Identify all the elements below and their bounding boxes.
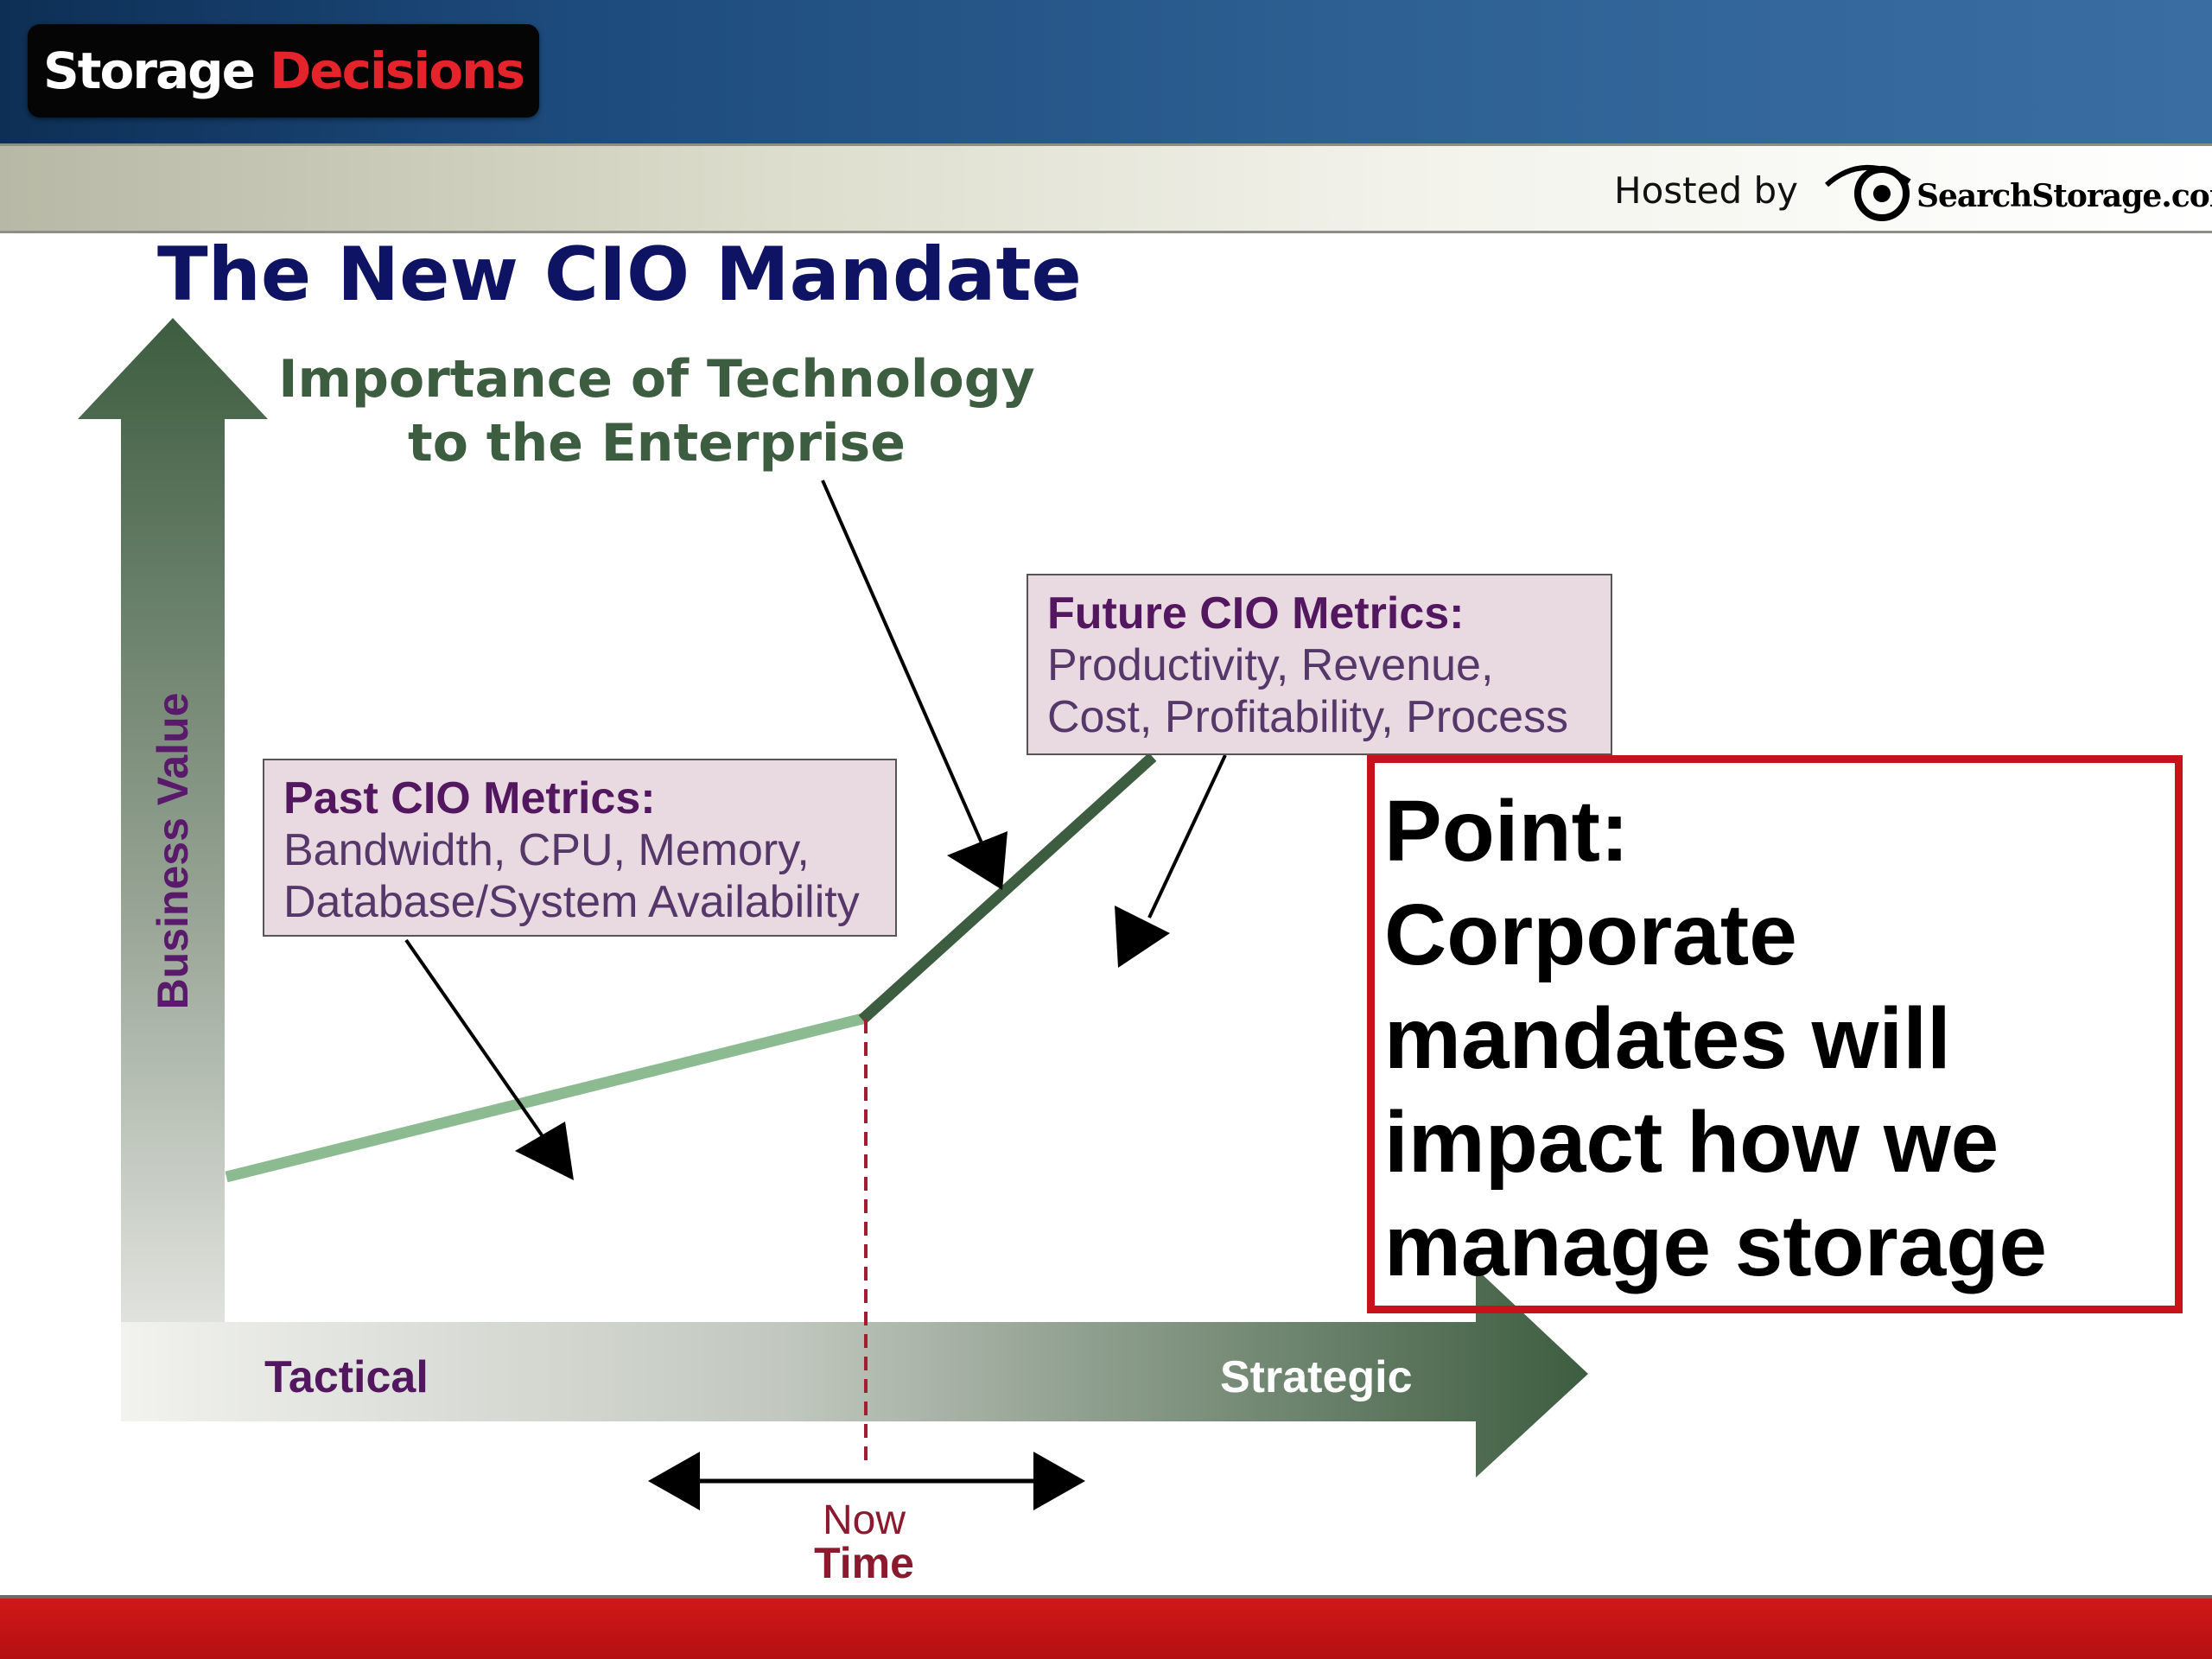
time-arrow-left-icon	[648, 1452, 700, 1510]
past-cio-metrics-box: Past CIO Metrics: Bandwidth, CPU, Memory…	[263, 759, 897, 937]
storage-decisions-logo: Storage Decisions	[28, 24, 539, 118]
time-arrow-right-icon	[1033, 1452, 1085, 1510]
past-pointer-line	[404, 938, 546, 1141]
hosted-by-label: Hosted by	[1614, 169, 1798, 212]
point-callout-text: Point: Corporate mandates will impact ho…	[1384, 779, 2179, 1298]
eye-logo-icon	[1824, 164, 1911, 221]
point-line-4: manage storage	[1384, 1198, 2047, 1294]
x-axis-arrow	[121, 1268, 1588, 1478]
point-line-3: impact how we	[1384, 1094, 1999, 1191]
hosted-by-bar	[0, 143, 2212, 233]
subtitle-line-2: to the Enterprise	[408, 413, 906, 474]
point-callout-box	[1367, 755, 2183, 1313]
importance-subtitle: Importance of Technology to the Enterpri…	[242, 347, 1071, 475]
footer-bar	[0, 1595, 2212, 1659]
future-metrics-title: Future CIO Metrics:	[1047, 588, 1465, 639]
point-line-1: Corporate	[1384, 887, 1797, 983]
future-pointer-head-icon	[1115, 906, 1170, 968]
logo-word-decisions: Decisions	[270, 41, 525, 100]
past-trend-line	[225, 1012, 868, 1183]
tactical-label: Tactical	[264, 1352, 429, 1402]
y-axis-arrow	[78, 318, 268, 1421]
past-metrics-title: Past CIO Metrics:	[283, 773, 656, 823]
subtitle-line-1: Importance of Technology	[278, 349, 1035, 410]
future-trend-line	[858, 753, 1157, 1024]
now-label: Now	[822, 1497, 906, 1543]
business-value-axis-label: Business Value	[149, 692, 197, 1010]
future-pointer-line	[1147, 754, 1227, 918]
time-label: Time	[814, 1539, 914, 1587]
future-metrics-line-1: Productivity, Revenue,	[1047, 640, 1494, 690]
past-metrics-line-2: Database/System Availability	[283, 877, 860, 927]
point-heading: Point:	[1384, 783, 1630, 880]
point-line-2: mandates will	[1384, 990, 1951, 1087]
subtitle-pointer-head-icon	[947, 831, 1007, 890]
slide-title: The New CIO Mandate	[157, 232, 1082, 318]
past-pointer-head-icon	[515, 1122, 574, 1180]
future-cio-metrics-box: Future CIO Metrics: Productivity, Revenu…	[1027, 574, 1612, 755]
future-metrics-line-2: Cost, Profitability, Process	[1047, 692, 1569, 742]
subtitle-pointer-line	[821, 480, 985, 848]
searchstorage-site-name: SearchStorage.com	[1916, 178, 2212, 214]
logo-word-storage: Storage	[43, 41, 270, 100]
past-metrics-line-1: Bandwidth, CPU, Memory,	[283, 825, 810, 875]
strategic-label: Strategic	[1220, 1352, 1413, 1402]
logo-text: Storage Decisions	[28, 24, 539, 118]
